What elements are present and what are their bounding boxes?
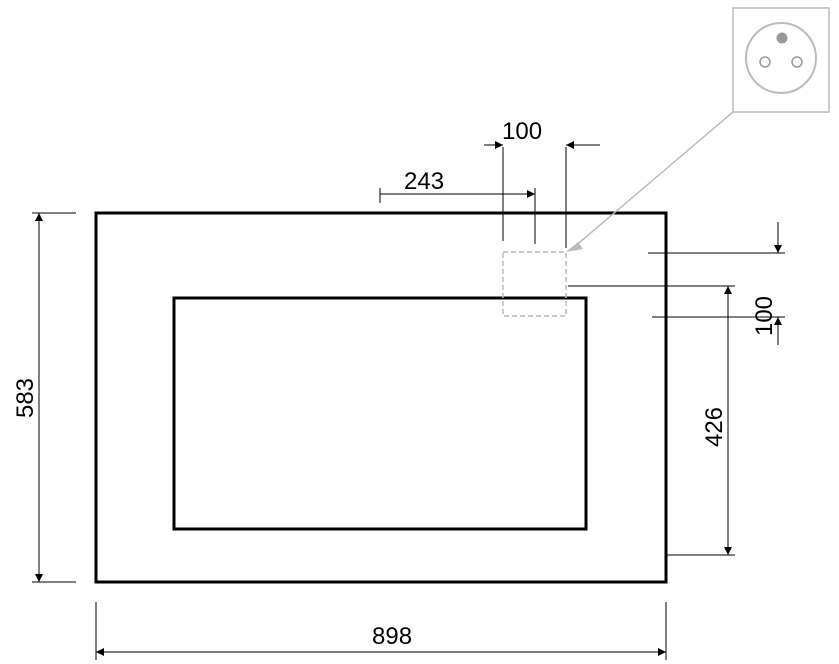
detail-leader-arrowhead	[566, 242, 583, 252]
dimension-socket-offset: 243	[379, 168, 536, 244]
dimension-overall-width: 898	[95, 602, 667, 660]
detail-leader-line	[572, 111, 734, 249]
dimension-overall-height: 583	[12, 212, 76, 583]
outer-panel	[94, 211, 668, 584]
dimension-label-socket-width: 100	[502, 118, 542, 145]
inner-screen	[172, 296, 588, 531]
dimension-label-socket-height: 100	[751, 296, 778, 336]
power-socket-icon	[732, 7, 830, 113]
dimension-label-screen-offset: 426	[701, 407, 728, 447]
dimension-socket-width: 100	[484, 118, 600, 248]
dimension-label-socket-offset: 243	[404, 168, 444, 195]
dimension-label-width: 898	[372, 623, 412, 650]
dimension-screen-offset: 426	[568, 285, 735, 556]
dimension-socket-height: 100	[648, 222, 785, 345]
socket-cutout	[502, 251, 567, 317]
dimension-label-height: 583	[12, 378, 39, 418]
